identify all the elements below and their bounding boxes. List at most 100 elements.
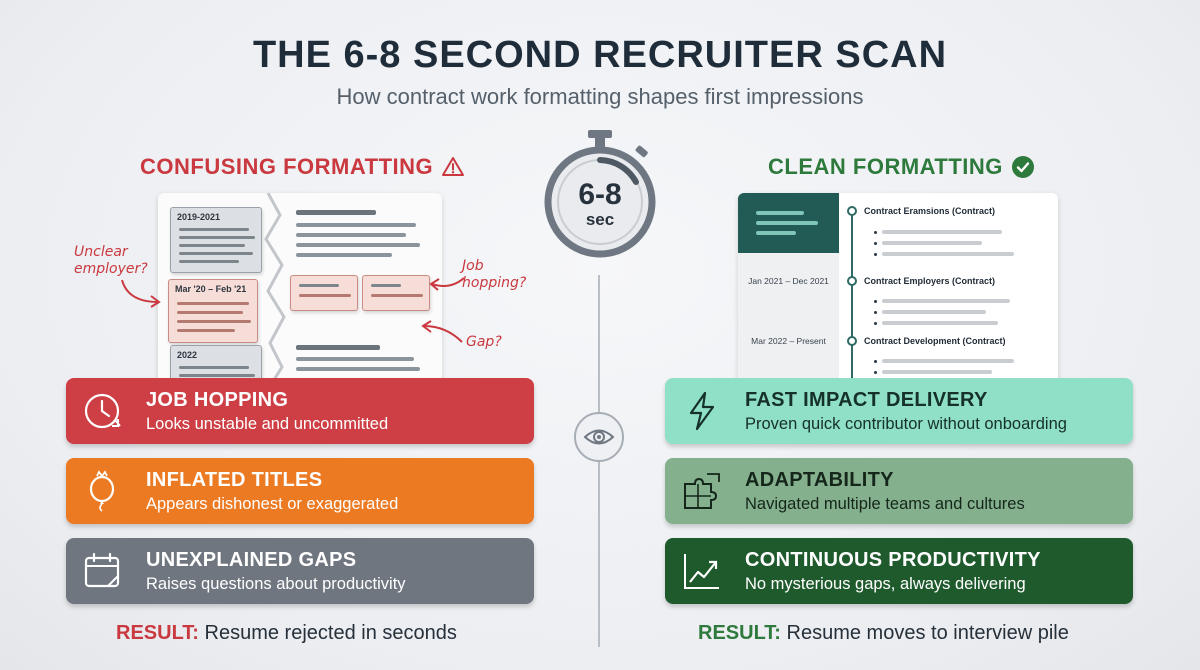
annotation-arrow <box>121 279 161 308</box>
resume-timeline <box>851 211 853 381</box>
confusing-resume-mock: 2019-2021 Mar '20 – Feb '21 2022 <box>158 193 442 383</box>
annotation-unclear-employer: Unclear employer? <box>74 244 148 277</box>
heading-line <box>296 345 380 350</box>
card-text: Appears dishonest or exaggerated <box>146 495 399 513</box>
bullet <box>874 300 877 303</box>
timeline-dot <box>847 276 857 286</box>
card-title: JOB HOPPING <box>146 389 289 411</box>
resume-block: Mar '20 – Feb '21 <box>168 279 258 343</box>
stopwatch-time: 6-8 <box>578 178 622 211</box>
bullet <box>874 231 877 234</box>
trend-up-icon <box>684 554 719 589</box>
result-rejected: RESULT: Resume rejected in seconds <box>116 622 457 645</box>
resume-date-label: 2022 <box>177 350 198 360</box>
scribble-line <box>299 294 351 297</box>
card-title: FAST IMPACT DELIVERY <box>745 389 988 411</box>
resume-block <box>290 275 358 311</box>
resume-date-label: 2019-2021 <box>177 212 221 222</box>
scribble-line <box>299 284 339 287</box>
card-title: INFLATED TITLES <box>146 469 323 491</box>
scribble-line <box>179 374 255 377</box>
result-text: Resume rejected in seconds <box>204 622 457 644</box>
text-line <box>296 253 392 257</box>
scribble-line <box>179 236 255 239</box>
text-line <box>882 230 1002 234</box>
bullet <box>874 322 877 325</box>
resume-block: 2022 <box>170 345 262 383</box>
text-line <box>296 367 420 371</box>
scribble-line <box>371 284 401 287</box>
header-line <box>756 221 818 225</box>
text-line <box>296 223 416 227</box>
card-text: Raises questions about productivity <box>146 575 406 593</box>
timeline-dot <box>847 336 857 346</box>
resume-date-label: Mar 2022 – Present <box>751 336 826 346</box>
card-fast-impact: FAST IMPACT DELIVERY Proven quick contri… <box>665 378 1133 444</box>
result-text: Resume moves to interview pile <box>786 622 1069 644</box>
scribble-line <box>177 302 249 305</box>
text-line <box>296 233 406 237</box>
text-line <box>296 357 414 361</box>
warning-triangle-icon <box>442 157 465 176</box>
puzzle-icon <box>684 473 720 509</box>
card-text: Proven quick contributor without onboard… <box>745 415 1067 433</box>
balloon-icon <box>89 470 115 512</box>
card-unexplained-gaps: UNEXPLAINED GAPS Raises questions about … <box>66 538 534 604</box>
text-line <box>882 310 986 314</box>
clean-heading-label: CLEAN FORMATTING <box>768 154 1003 179</box>
bullet <box>874 253 877 256</box>
bullet <box>874 311 877 314</box>
resume-header-band <box>738 193 839 253</box>
card-continuous-productivity: CONTINUOUS PRODUCTIVITY No mysterious ga… <box>665 538 1133 604</box>
scribble-line <box>179 228 249 231</box>
torn-edge <box>264 193 286 383</box>
scribble-line <box>371 294 423 297</box>
card-text: Navigated multiple teams and cultures <box>745 495 1025 513</box>
scribble-line <box>179 252 253 255</box>
stopwatch-unit: sec <box>585 210 615 229</box>
scribble-line <box>177 329 235 332</box>
scribble-line <box>179 260 239 263</box>
text-line <box>882 241 982 245</box>
timeline-dot <box>847 206 857 216</box>
lightning-icon <box>689 391 715 431</box>
resume-date-label: Jan 2021 – Dec 2021 <box>748 276 829 286</box>
scribble-line <box>179 366 249 369</box>
confusing-formatting-heading: CONFUSING FORMATTING <box>140 154 465 180</box>
resume-role: Contract Employers (Contract) <box>864 276 996 286</box>
card-title: UNEXPLAINED GAPS <box>146 549 357 571</box>
stopwatch-icon <box>544 130 656 258</box>
bullet <box>874 360 877 363</box>
annotation-arrow <box>429 277 465 291</box>
annotation-gap: Gap? <box>466 334 502 350</box>
bullet <box>874 242 877 245</box>
page-title: THE 6-8 SECOND RECRUITER SCAN <box>252 34 948 76</box>
annotation-arrow <box>421 320 463 343</box>
resume-block <box>362 275 430 311</box>
card-job-hopping: JOB HOPPING Looks unstable and uncommitt… <box>66 378 534 444</box>
heading-line <box>296 210 376 215</box>
text-line <box>296 243 420 247</box>
clean-resume-mock: Jan 2021 – Dec 2021 Mar 2022 – Present C… <box>738 193 1058 383</box>
resume-role: Contract Eramsions (Contract) <box>864 206 996 216</box>
annotation-job-hopping: Job hopping? <box>462 258 527 291</box>
scribble-line <box>179 244 245 247</box>
text-line <box>882 370 992 374</box>
eye-badge <box>574 412 624 462</box>
resume-block: 2019-2021 <box>170 207 262 273</box>
result-label: RESULT: <box>116 622 199 644</box>
stopwatch: 6-8 sec <box>540 126 660 258</box>
page-subtitle: How contract work formatting shapes firs… <box>336 84 864 109</box>
header-line <box>756 211 804 215</box>
result-label: RESULT: <box>698 622 781 644</box>
card-text: No mysterious gaps, always delivering <box>745 575 1026 593</box>
resume-role: Contract Development (Contract) <box>864 336 1006 346</box>
result-interview: RESULT: Resume moves to interview pile <box>698 622 1069 645</box>
scribble-line <box>177 320 251 323</box>
card-text: Looks unstable and uncommitted <box>146 415 389 433</box>
scribble-line <box>177 311 243 314</box>
card-adaptability: ADAPTABILITY Navigated multiple teams an… <box>665 458 1133 524</box>
eye-icon <box>584 429 614 445</box>
confusing-heading-label: CONFUSING FORMATTING <box>140 154 434 179</box>
card-title: ADAPTABILITY <box>745 469 894 491</box>
